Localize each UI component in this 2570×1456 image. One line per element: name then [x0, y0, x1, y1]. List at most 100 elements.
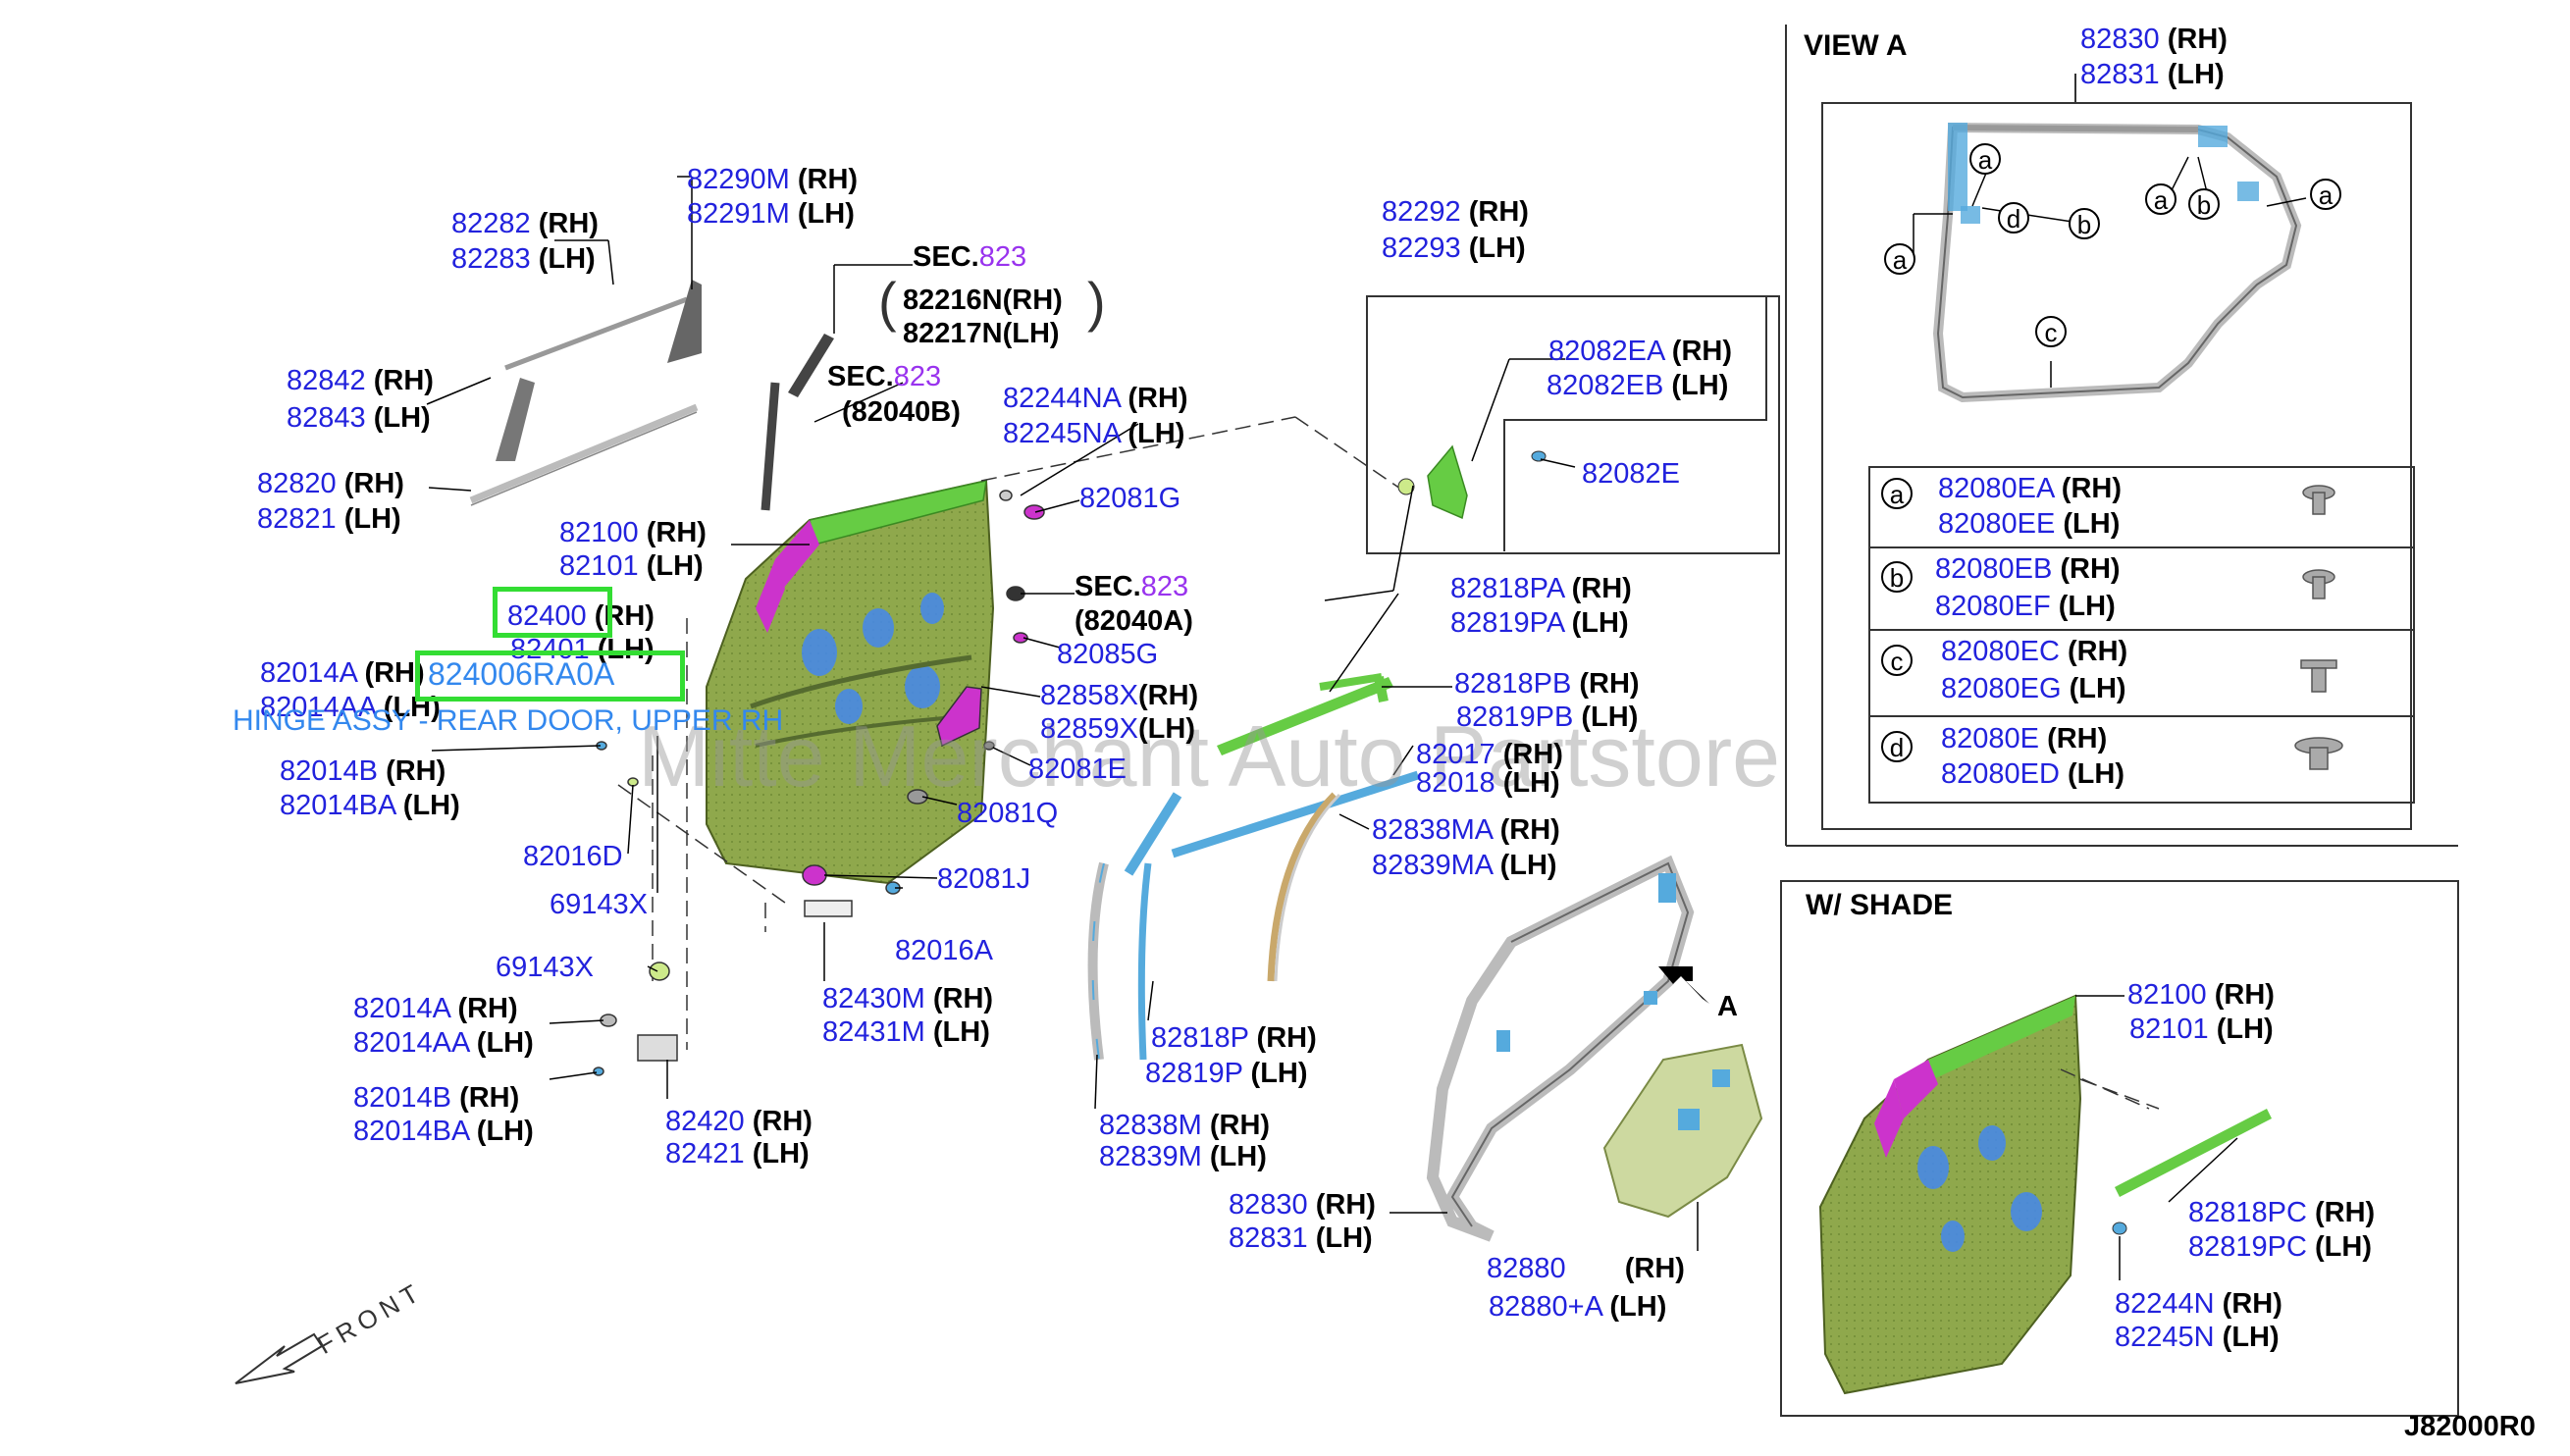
label-82292[interactable]: 82292 (RH) [1382, 196, 1529, 228]
label-82014B-upper[interactable]: 82014B (RH) [280, 755, 446, 787]
label-82014A-upper[interactable]: 82014A (RH) [260, 657, 425, 689]
label-82290M[interactable]: 82290M (RH) [687, 164, 859, 195]
label-82859X[interactable]: 82859X(LH) [1040, 713, 1195, 745]
label-82014AA-lower[interactable]: 82014AA (LH) [353, 1027, 534, 1059]
label-82085G[interactable]: 82085G [1057, 639, 1159, 670]
label-82017[interactable]: 82017 (RH) [1416, 739, 1563, 770]
label-sec823-mid[interactable]: SEC.823 [827, 361, 942, 392]
label-82282[interactable]: 82282 (RH) [451, 208, 599, 239]
table-row-b-rh[interactable]: 82080EB (RH) [1935, 553, 2121, 585]
rear-door-panel-shape [706, 479, 995, 885]
label-82014A-lower[interactable]: 82014A (RH) [353, 993, 518, 1024]
label-82014B-lower[interactable]: 82014B (RH) [353, 1082, 520, 1114]
view-a-marker-b1: b [2069, 208, 2100, 239]
highlight-box-824006RA0A[interactable] [415, 650, 685, 702]
label-82858X[interactable]: 82858X(RH) [1040, 680, 1199, 711]
label-82040B[interactable]: (82040B) [842, 396, 961, 428]
view-a-marker-a2: a [1884, 243, 1915, 275]
view-a-title: VIEW A [1804, 29, 1908, 62]
label-82880A[interactable]: 82880+A (LH) [1489, 1291, 1667, 1323]
label-82818P[interactable]: 82818P (RH) [1151, 1022, 1317, 1054]
label-82291M[interactable]: 82291M (LH) [687, 198, 855, 230]
label-82401[interactable]: 82401 (LH) [510, 634, 655, 665]
table-row-a-lh[interactable]: 82080EE (LH) [1938, 508, 2121, 540]
label-82040A[interactable]: (82040A) [1075, 605, 1193, 637]
paren-right: ) [1087, 271, 1106, 333]
label-82821[interactable]: 82821 (LH) [257, 503, 401, 535]
label-82880[interactable]: 82880 (RH) [1487, 1253, 1685, 1284]
label-82431M[interactable]: 82431M (LH) [822, 1016, 990, 1048]
label-82216N[interactable]: 82216N(RH) [903, 285, 1063, 316]
label-82244NA[interactable]: 82244NA (RH) [1003, 383, 1188, 414]
label-82283[interactable]: 82283 (LH) [451, 243, 596, 275]
label-82400[interactable]: 82400 (RH) [507, 600, 655, 632]
inset-frame-82292 [1366, 295, 1780, 554]
label-82081E[interactable]: 82081E [1028, 754, 1127, 785]
table-row-c-lh[interactable]: 82080EG (LH) [1941, 673, 2126, 704]
label-82818PA[interactable]: 82818PA (RH) [1450, 573, 1632, 604]
label-82843[interactable]: 82843 (LH) [287, 402, 431, 434]
label-82430M[interactable]: 82430M (RH) [822, 983, 994, 1014]
label-82839MA[interactable]: 82839MA (LH) [1372, 850, 1557, 881]
w-shade-frame [1780, 880, 2459, 1417]
label-82839M[interactable]: 82839M (LH) [1099, 1141, 1267, 1172]
label-82838M[interactable]: 82838M (RH) [1099, 1110, 1271, 1141]
label-82081G[interactable]: 82081G [1079, 483, 1181, 514]
label-82819PB[interactable]: 82819PB (LH) [1456, 702, 1639, 733]
table-row-b-lh[interactable]: 82080EF (LH) [1935, 591, 2116, 622]
label-82016D[interactable]: 82016D [523, 841, 623, 872]
table-row-a-rh[interactable]: 82080EA (RH) [1938, 473, 2122, 504]
label-69143X-lower[interactable]: 69143X [496, 952, 594, 983]
label-sec823-lower[interactable]: SEC.823 [1075, 571, 1189, 602]
w-shade-label-82101[interactable]: 82101 (LH) [2129, 1014, 2274, 1045]
highlight-box-82400[interactable] [493, 587, 612, 638]
label-82101[interactable]: 82101 (LH) [559, 550, 704, 582]
label-82842[interactable]: 82842 (RH) [287, 365, 434, 396]
view-a-arrow-label: A [1717, 991, 1738, 1022]
label-sec823-top[interactable]: SEC.823 [913, 241, 1027, 273]
label-82244N[interactable]: 82244N (RH) [2115, 1288, 2282, 1320]
label-82100[interactable]: 82100 (RH) [559, 517, 707, 548]
label-82082EA[interactable]: 82082EA (RH) [1548, 336, 1732, 367]
callout-description: HINGE ASSY - REAR DOOR, UPPER RH [233, 704, 784, 737]
label-82420[interactable]: 82420 (RH) [665, 1106, 813, 1137]
label-82421[interactable]: 82421 (LH) [665, 1138, 810, 1170]
table-row-d-key: d [1881, 731, 1913, 762]
diagram-code: J82000R0 [2404, 1411, 2536, 1442]
label-82016A[interactable]: 82016A [895, 935, 993, 966]
w-shade-label-82100[interactable]: 82100 (RH) [2127, 979, 2275, 1011]
label-69143X-upper[interactable]: 69143X [550, 889, 648, 920]
label-82830[interactable]: 82830 (RH) [1229, 1189, 1376, 1221]
view-a-label-82831[interactable]: 82831 (LH) [2080, 59, 2225, 90]
label-82018[interactable]: 82018 (LH) [1416, 767, 1560, 799]
label-82245N[interactable]: 82245N (LH) [2115, 1322, 2280, 1353]
label-82081Q[interactable]: 82081Q [957, 798, 1059, 829]
table-row-d-rh[interactable]: 82080E (RH) [1941, 723, 2108, 754]
label-82245NA[interactable]: 82245NA (LH) [1003, 418, 1185, 449]
table-row-c-rh[interactable]: 82080EC (RH) [1941, 636, 2128, 667]
label-82217N[interactable]: 82217N(LH) [903, 318, 1060, 349]
label-82819PC[interactable]: 82819PC (LH) [2188, 1231, 2372, 1263]
label-82838MA[interactable]: 82838MA (RH) [1372, 814, 1560, 846]
table-row-d-lh[interactable]: 82080ED (LH) [1941, 758, 2124, 790]
label-82820[interactable]: 82820 (RH) [257, 468, 404, 499]
label-82819P[interactable]: 82819P (LH) [1145, 1058, 1308, 1089]
label-82082EB[interactable]: 82082EB (LH) [1547, 370, 1729, 401]
label-82831[interactable]: 82831 (LH) [1229, 1222, 1373, 1254]
view-a-marker-b2: b [2188, 188, 2220, 220]
view-a-marker-a1: a [1969, 143, 2001, 175]
label-82819PA[interactable]: 82819PA (LH) [1450, 607, 1629, 639]
label-82081J[interactable]: 82081J [937, 863, 1031, 895]
label-82014BA-upper[interactable]: 82014BA (LH) [280, 790, 460, 821]
label-82818PB[interactable]: 82818PB (RH) [1454, 668, 1640, 700]
label-82082E[interactable]: 82082E [1582, 458, 1680, 490]
w-shade-title: W/ SHADE [1806, 889, 1953, 921]
label-82818PC[interactable]: 82818PC (RH) [2188, 1197, 2376, 1228]
label-82014BA-lower[interactable]: 82014BA (LH) [353, 1116, 534, 1147]
label-824006RA0A[interactable]: 824006RA0A [428, 656, 615, 692]
view-a-label-82830[interactable]: 82830 (RH) [2080, 24, 2228, 55]
label-82293[interactable]: 82293 (LH) [1382, 233, 1526, 264]
view-a-marker-a3: a [2145, 183, 2177, 215]
